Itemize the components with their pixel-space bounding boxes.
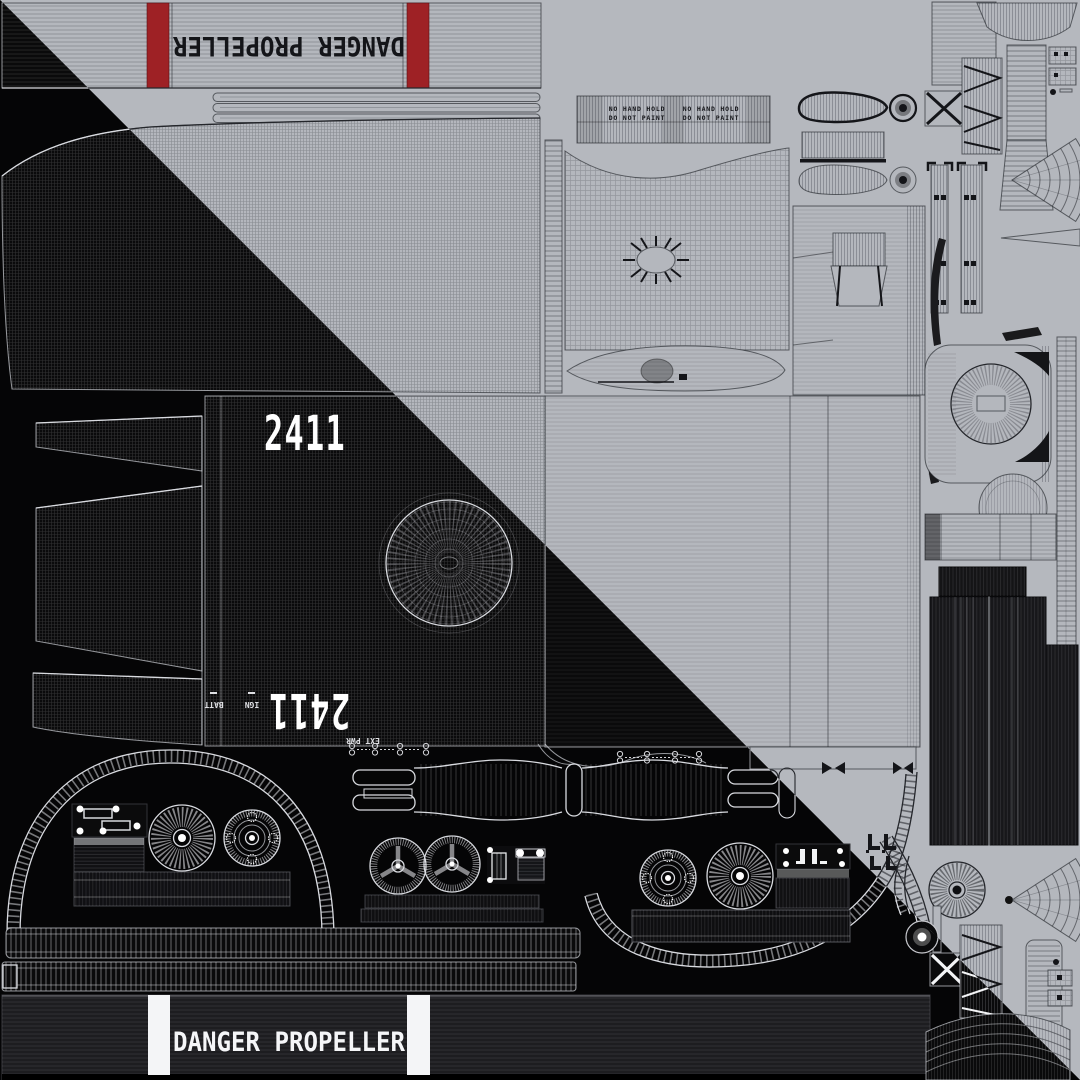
- wedge-sliver: [1000, 228, 1080, 247]
- dark-sliver: [1002, 327, 1042, 341]
- cockpit-panel: [792, 205, 926, 396]
- channel-clips: [866, 834, 897, 870]
- bolt-plate-right: [775, 843, 851, 870]
- micro-hardware-bottom: [1047, 959, 1073, 1007]
- hand-hold-placard-panel: NO HAND HOLD DO NOT PAINT NO HAND HOLD D…: [576, 95, 771, 144]
- chevron-comb-top: [961, 57, 1003, 155]
- placard-1-line-1: NO HAND HOLD: [609, 105, 666, 113]
- placard-1-line-2: DO NOT PAINT: [609, 114, 666, 122]
- hatch-and-fairings: [797, 91, 918, 196]
- red-stripe-left: [146, 2, 170, 89]
- spinner-knob-bottom: [889, 166, 917, 194]
- placard-2-line-2: DO NOT PAINT: [683, 114, 740, 122]
- ignition-coil-bracket: [487, 846, 546, 884]
- spinner-cone-fan-bottom: [1005, 857, 1080, 943]
- x-brace-top: [924, 90, 964, 127]
- tail-number-flipped: 2411: [268, 682, 350, 738]
- stabilizer-blades: [32, 415, 203, 746]
- white-stripe-right: [407, 995, 430, 1075]
- engine-cowl-panel: 2411 2411 BATT IGN EXT PWR: [204, 395, 707, 767]
- danger-banner-bottom-text: DANGER PROPELLER: [173, 1027, 406, 1058]
- label-batt: BATT: [204, 700, 223, 709]
- wheel-bolted-right: [639, 849, 697, 907]
- micro-hardware: [1048, 46, 1077, 95]
- banded-strip: [924, 513, 1057, 561]
- tail-number: 2411: [264, 406, 346, 462]
- danger-banner-bottom: DANGER PROPELLER: [1, 994, 931, 1080]
- turtledeck-panel: [544, 139, 790, 394]
- spoked-disc-2: [423, 835, 481, 893]
- danger-banner-top-text: DANGER PROPELLER: [172, 30, 405, 61]
- cowl-ring-panel: [924, 344, 1052, 484]
- spinner-knob-top: [888, 93, 918, 123]
- red-stripe-right: [406, 2, 430, 89]
- dark-crescent-upper: [930, 238, 946, 346]
- label-ign: IGN: [245, 700, 260, 709]
- right-column: [893, 1, 1080, 1080]
- brake-disc-row: [360, 835, 546, 923]
- switch-labels: BATT IGN EXT PWR: [204, 692, 380, 745]
- wheel-bolted-left: [223, 809, 281, 867]
- label-ext-pwr: EXT PWR: [346, 736, 380, 745]
- wheel-pant-left: [6, 749, 335, 936]
- spinner-backplate: [928, 861, 986, 919]
- long-straps: [1, 927, 581, 992]
- safety-wire-chain: [348, 742, 703, 764]
- starburst-vent: [623, 236, 689, 284]
- rig-marks: [822, 762, 913, 774]
- firewall-parts-row: [348, 742, 796, 821]
- danger-banner-top: DANGER PROPELLER: [1, 2, 542, 89]
- belly-fairing: [566, 345, 786, 392]
- spinner-cone-fan-top: [1011, 137, 1080, 223]
- propeller-blade-panels: [929, 596, 1079, 846]
- bolt-plate: [71, 803, 148, 838]
- white-stripe-left: [148, 995, 170, 1075]
- seat-bucket: [830, 265, 888, 307]
- x-brace-bottom: [929, 952, 965, 987]
- wheel-radial-left: [148, 804, 216, 872]
- wheel-radial-right: [706, 842, 774, 910]
- spoked-disc-1: [369, 837, 427, 895]
- cowl-opening-circle: [378, 492, 520, 634]
- placard-2-line-1: NO HAND HOLD: [683, 105, 740, 113]
